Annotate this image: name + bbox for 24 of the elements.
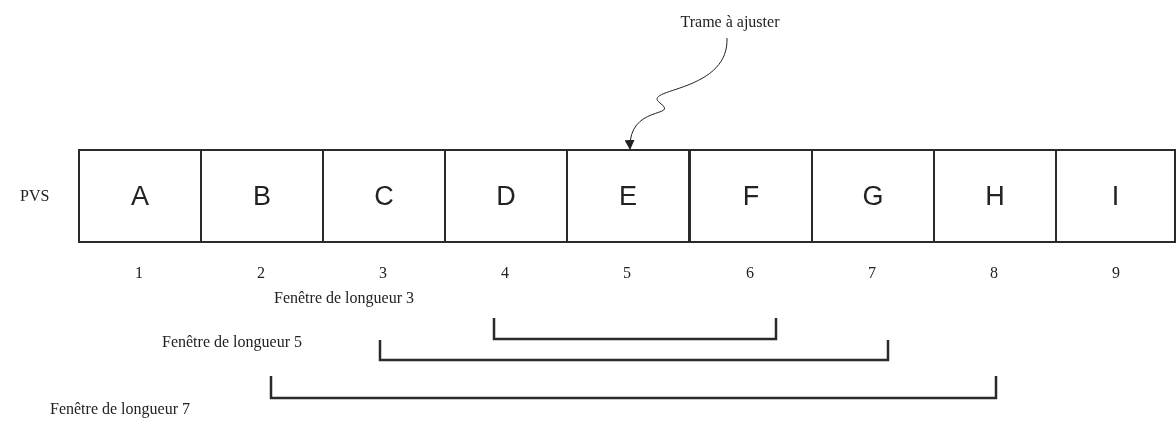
annotation-text: Trame à ajuster xyxy=(680,8,780,36)
position-number: 9 xyxy=(1112,264,1120,282)
position-number: 8 xyxy=(990,264,998,282)
frame-cell: F xyxy=(689,149,813,243)
frame-cell: E xyxy=(566,149,690,243)
position-number: 4 xyxy=(501,264,509,282)
frame-cell: B xyxy=(200,149,324,243)
position-number: 7 xyxy=(868,264,876,282)
window-label: Fenêtre de longueur 5 xyxy=(162,333,302,351)
position-number: 6 xyxy=(746,264,754,282)
position-number: 5 xyxy=(623,264,631,282)
window-label: Fenêtre de longueur 7 xyxy=(50,400,190,418)
position-number: 3 xyxy=(379,264,387,282)
frame-cell: A xyxy=(78,149,202,243)
row-label: PVS xyxy=(20,187,50,205)
frame-cell: G xyxy=(811,149,935,243)
position-number: 1 xyxy=(135,264,143,282)
curved-arrow xyxy=(625,37,728,150)
frame-cell: D xyxy=(444,149,568,243)
window-label: Fenêtre de longueur 3 xyxy=(274,289,414,307)
frame-cell: I xyxy=(1055,149,1176,243)
frame-cell: C xyxy=(322,149,446,243)
frame-cell: H xyxy=(933,149,1057,243)
position-number: 2 xyxy=(257,264,265,282)
